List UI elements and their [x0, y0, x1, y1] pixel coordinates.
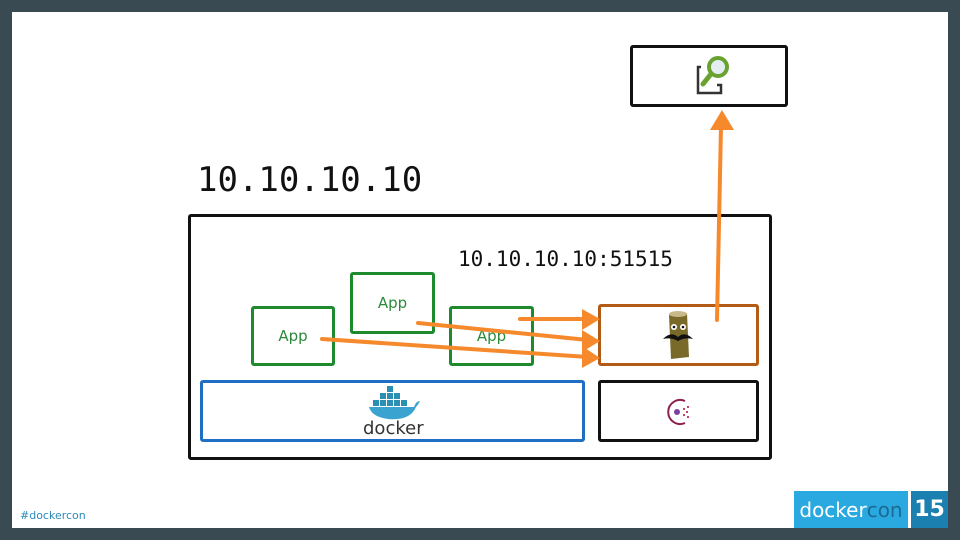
- app-container-1: App: [251, 306, 335, 366]
- logger-endpoint-label: 10.10.10.10:51515: [458, 247, 673, 271]
- brand-con: con: [866, 497, 903, 522]
- slide-canvas: [12, 12, 948, 528]
- docker-wordmark: docker: [363, 418, 424, 439]
- logger-box: [598, 304, 759, 366]
- brand-docker: docker: [799, 497, 867, 522]
- hashtag-label: #dockercon: [20, 509, 86, 522]
- consul-icon: [667, 399, 690, 425]
- app-label: App: [476, 327, 507, 345]
- app-label: App: [278, 327, 308, 345]
- consul-box: [598, 380, 759, 442]
- docker-whale-icon: [369, 386, 420, 420]
- host-ip-label: 10.10.10.10: [197, 160, 423, 200]
- search-service-box: [630, 45, 788, 107]
- host-box: [188, 214, 772, 460]
- magnifier-braces-icon: [696, 56, 729, 95]
- docker-engine-box: docker: [200, 380, 585, 442]
- app-container-2: App: [350, 272, 435, 334]
- log-mascot-icon: [663, 311, 693, 359]
- dockercon-year-badge: 15: [911, 491, 948, 528]
- app-container-3: App: [449, 306, 534, 366]
- app-label: App: [377, 294, 408, 312]
